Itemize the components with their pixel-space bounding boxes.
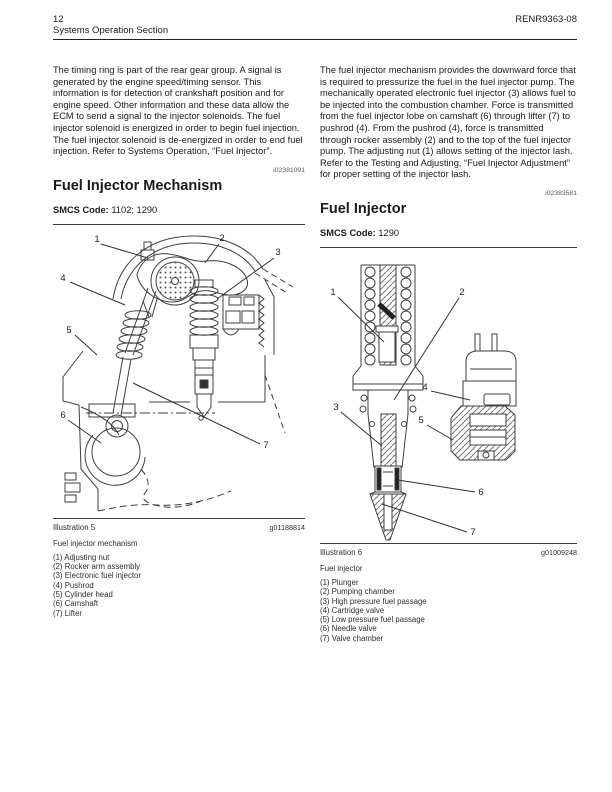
legend-item: (3) High pressure fuel passage (320, 596, 427, 606)
page-header: 12 RENR9363-08 Systems Operation Section (53, 14, 577, 37)
figure-frame-right: 1 2 3 4 5 6 7 (320, 246, 577, 544)
figure-caption-right: Fuel injector (320, 563, 363, 573)
callout-4: 4 (422, 382, 427, 393)
figure-legend-right: (1) Plunger (2) Pumping chamber (3) High… (320, 578, 577, 643)
legend-item: (6) Needle valve (320, 624, 377, 634)
figure-fuel-injector-mechanism: 1 2 3 4 5 6 7 Illustration 5 g01188814 (53, 223, 305, 618)
header-rule (53, 39, 577, 40)
illustration-label-right: Illustration 6 (320, 547, 363, 557)
callout-2: 2 (459, 287, 464, 298)
legend-item: (5) Cylinder head (53, 589, 113, 599)
smcs-label-right: SMCS Code: (320, 227, 376, 238)
heading-fuel-injector-mechanism: Fuel Injector Mechanism (53, 177, 223, 194)
section-title: Systems Operation Section (53, 25, 169, 36)
two-column-layout: The timing ring is part of the rear gear… (53, 65, 577, 643)
fuel-injector-mechanism-drawing: 1 2 3 4 5 6 7 (60, 233, 294, 512)
figure-frame-left: 1 2 3 4 5 6 7 (53, 223, 305, 519)
doc-code: RENR9363-08 (515, 14, 577, 25)
callout-2: 2 (219, 233, 224, 244)
ref-code-right: i02383581 (545, 189, 577, 197)
right-column: The fuel injector mechanism provides the… (320, 65, 577, 643)
smcs-line-left: SMCS Code: 1102; 1290 (53, 205, 305, 215)
ref-code-left: i02381091 (273, 166, 305, 174)
legend-item: (4) Cartridge valve (320, 605, 385, 615)
illustration-label-left: Illustration 5 (53, 522, 96, 532)
left-column: The timing ring is part of the rear gear… (53, 65, 305, 618)
page-number: 12 (53, 14, 64, 25)
legend-item: (2) Pumping chamber (320, 587, 395, 597)
callout-1: 1 (330, 287, 335, 298)
legend-item: (4) Pushrod (53, 580, 94, 590)
illustration-code-left: g01188814 (269, 522, 305, 532)
smcs-value-right: 1290 (378, 227, 400, 238)
legend-item: (7) Valve chamber (320, 633, 384, 643)
callout-7: 7 (263, 440, 268, 451)
smcs-line-right: SMCS Code: 1290 (320, 228, 577, 238)
legend-item: (2) Rocker arm assembly (53, 562, 141, 572)
callout-6: 6 (478, 487, 483, 498)
fuel-injector-mechanism-paragraph: The fuel injector mechanism provides the… (320, 65, 576, 180)
figure-legend-left: (1) Adjusting nut (2) Rocker arm assembl… (53, 553, 305, 618)
smcs-label-left: SMCS Code: (53, 204, 109, 215)
callout-5: 5 (66, 325, 71, 336)
callout-6: 6 (60, 410, 65, 421)
legend-item: (6) Camshaft (53, 599, 99, 609)
callout-3: 3 (275, 247, 280, 258)
callout-5: 5 (418, 415, 423, 426)
legend-item: (3) Electronic fuel injector (53, 571, 141, 581)
fuel-injector-drawing: 1 2 3 4 5 6 7 (330, 264, 517, 541)
smcs-value-left: 1102; 1290 (111, 204, 158, 215)
legend-item: (1) Adjusting nut (53, 552, 110, 562)
callout-1: 1 (94, 234, 99, 245)
callout-4: 4 (60, 273, 65, 284)
callout-7: 7 (470, 527, 475, 538)
figure-fuel-injector: 1 2 3 4 5 6 7 Illustration 6 g01009248 (320, 246, 577, 643)
timing-ring-paragraph: The timing ring is part of the rear gear… (53, 65, 303, 157)
callout-3: 3 (333, 402, 338, 413)
legend-item: (7) Lifter (53, 608, 83, 618)
figure-caption-left: Fuel injector mechanism (53, 538, 138, 548)
heading-fuel-injector: Fuel Injector (320, 200, 407, 217)
legend-item: (1) Plunger (320, 577, 359, 587)
illustration-code-right: g01009248 (541, 547, 577, 557)
legend-item: (5) Low pressure fuel passage (320, 615, 425, 625)
